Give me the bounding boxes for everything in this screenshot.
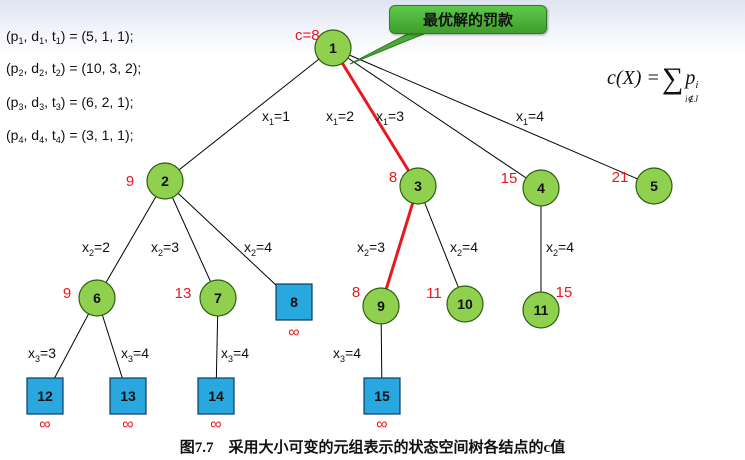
node-cost-label-7: 13: [175, 285, 192, 302]
edge-label-2-7: x2=3: [151, 239, 179, 258]
tree-node-8: 8∞: [275, 283, 313, 341]
node-id-label-3: 3: [414, 178, 422, 194]
optimal-penalty-callout: 最优解的罚款: [389, 5, 547, 34]
tree-node-9: 98: [352, 284, 400, 325]
tree-node-4: 4 15: [501, 169, 560, 207]
tuple-row-3: (p3, d3, t3) = (6, 2, 1);: [6, 94, 134, 112]
node-id-label-1: 1: [329, 40, 337, 56]
tree-node-1: 1 c=8: [295, 27, 352, 67]
node-id-label-2: 2: [161, 173, 169, 189]
node-id-label-4: 4: [537, 180, 545, 196]
tree-node-7: 7 13: [175, 279, 237, 317]
node-cost-label-6: 9: [63, 285, 71, 302]
edge-label-2-8: x2=4: [244, 239, 272, 258]
tree-edge-2-6: [96, 180, 166, 299]
node-id-label-11: 11: [534, 302, 549, 318]
tree-edge-1-3: [331, 47, 420, 187]
node-circle-2: [146, 162, 184, 200]
edge-label-9-15: x3=4: [333, 345, 361, 364]
node-cost-label-12: ∞: [39, 416, 50, 433]
tree-node-11: 11 15: [522, 284, 573, 329]
node-cost-label-4: 15: [501, 170, 518, 187]
node-id-label-7: 7: [214, 290, 222, 306]
cost-formula: c(X) =∑pi i∉J: [607, 62, 699, 104]
tree-node-10: 10 11: [426, 285, 484, 323]
node-square-14: [197, 377, 235, 415]
tree-edge-3-9: [379, 185, 420, 307]
node-id-label-5: 5: [650, 178, 658, 194]
node-cost-label-15: ∞: [376, 416, 387, 433]
node-square-8: [275, 283, 313, 321]
edge-label-6-13: x3=4: [121, 345, 149, 364]
node-cost-label-3: 8: [389, 169, 397, 186]
edge-label-6-12: x3=3: [28, 345, 56, 364]
edge-label-1-2: x1=1: [262, 108, 290, 127]
callout-pointer: [349, 30, 432, 65]
tree-node-3: 38: [389, 167, 437, 205]
tree-edge-1-4: [332, 47, 542, 189]
edge-label-2-6: x2=2: [82, 239, 110, 258]
node-circle-9: [362, 287, 400, 325]
node-id-label-9: 9: [377, 298, 385, 314]
tree-node-2: 29: [126, 162, 184, 200]
node-id-label-12: 12: [37, 388, 53, 404]
edge-label-1-4: x1=3: [376, 108, 404, 127]
tree-node-5: 5 21: [612, 167, 673, 205]
node-cost-label-9: 8: [352, 284, 360, 301]
node-circle-11: [522, 291, 560, 329]
node-square-15: [363, 377, 401, 415]
edge-label-7-14: x3=4: [221, 345, 249, 364]
node-circle-5: [635, 167, 673, 205]
tree-edge-3-10: [417, 185, 466, 305]
node-circle-4: [522, 169, 560, 207]
tuple-row-4: (p4, d4, t4) = (3, 1, 1);: [6, 127, 134, 145]
node-cost-label-8: ∞: [288, 324, 299, 341]
tree-edge-1-2: [164, 47, 334, 182]
node-cost-label-11: 15: [556, 284, 573, 301]
node-circle-6: [78, 279, 116, 317]
node-cost-label-5: 21: [612, 169, 629, 186]
node-id-label-6: 6: [93, 290, 101, 306]
tree-edge-2-8: [164, 180, 295, 303]
node-circle-1: [314, 29, 352, 67]
tree-edge-2-7: [164, 180, 219, 299]
node-id-label-13: 13: [120, 388, 136, 404]
tree-node-15: 15 ∞: [363, 377, 401, 433]
node-square-13: [109, 377, 147, 415]
node-cost-label-10: 11: [426, 285, 442, 302]
node-id-label-10: 10: [457, 296, 473, 312]
edge-label-1-3: x1=2: [326, 108, 354, 127]
node-circle-7: [199, 279, 237, 317]
edge-label-1-5: x1=4: [516, 108, 544, 127]
node-circle-10: [446, 285, 484, 323]
header-band: [0, 0, 745, 58]
tree-edge-1-5: [332, 47, 655, 187]
node-id-label-14: 14: [208, 388, 224, 404]
tuple-row-1: (p1, d1, t1) = (5, 1, 1);: [6, 28, 134, 46]
edge-label-3-9: x2=3: [357, 239, 385, 258]
node-square-12: [26, 377, 64, 415]
figure-caption: 图7.7 采用大小可变的元组表示的状态空间树各结点的c值: [179, 440, 566, 456]
node-id-label-15: 15: [374, 388, 390, 404]
tuple-row-2: (p2, d2, t2) = (10, 3, 2);: [6, 60, 142, 78]
tree-node-13: 13 ∞: [109, 377, 147, 433]
tree-node-14: 14 ∞: [197, 377, 235, 433]
edge-label-3-10: x2=4: [450, 239, 478, 258]
node-cost-label-1: c=8: [295, 27, 320, 44]
node-cost-label-13: ∞: [122, 416, 133, 433]
node-circle-3: [399, 167, 437, 205]
tree-node-6: 69: [63, 279, 116, 317]
node-cost-label-14: ∞: [210, 416, 221, 433]
edge-label-4-11: x2=4: [546, 239, 574, 258]
node-id-label-8: 8: [290, 294, 298, 310]
tree-node-12: 12 ∞: [26, 377, 64, 433]
node-cost-label-2: 9: [126, 173, 134, 190]
